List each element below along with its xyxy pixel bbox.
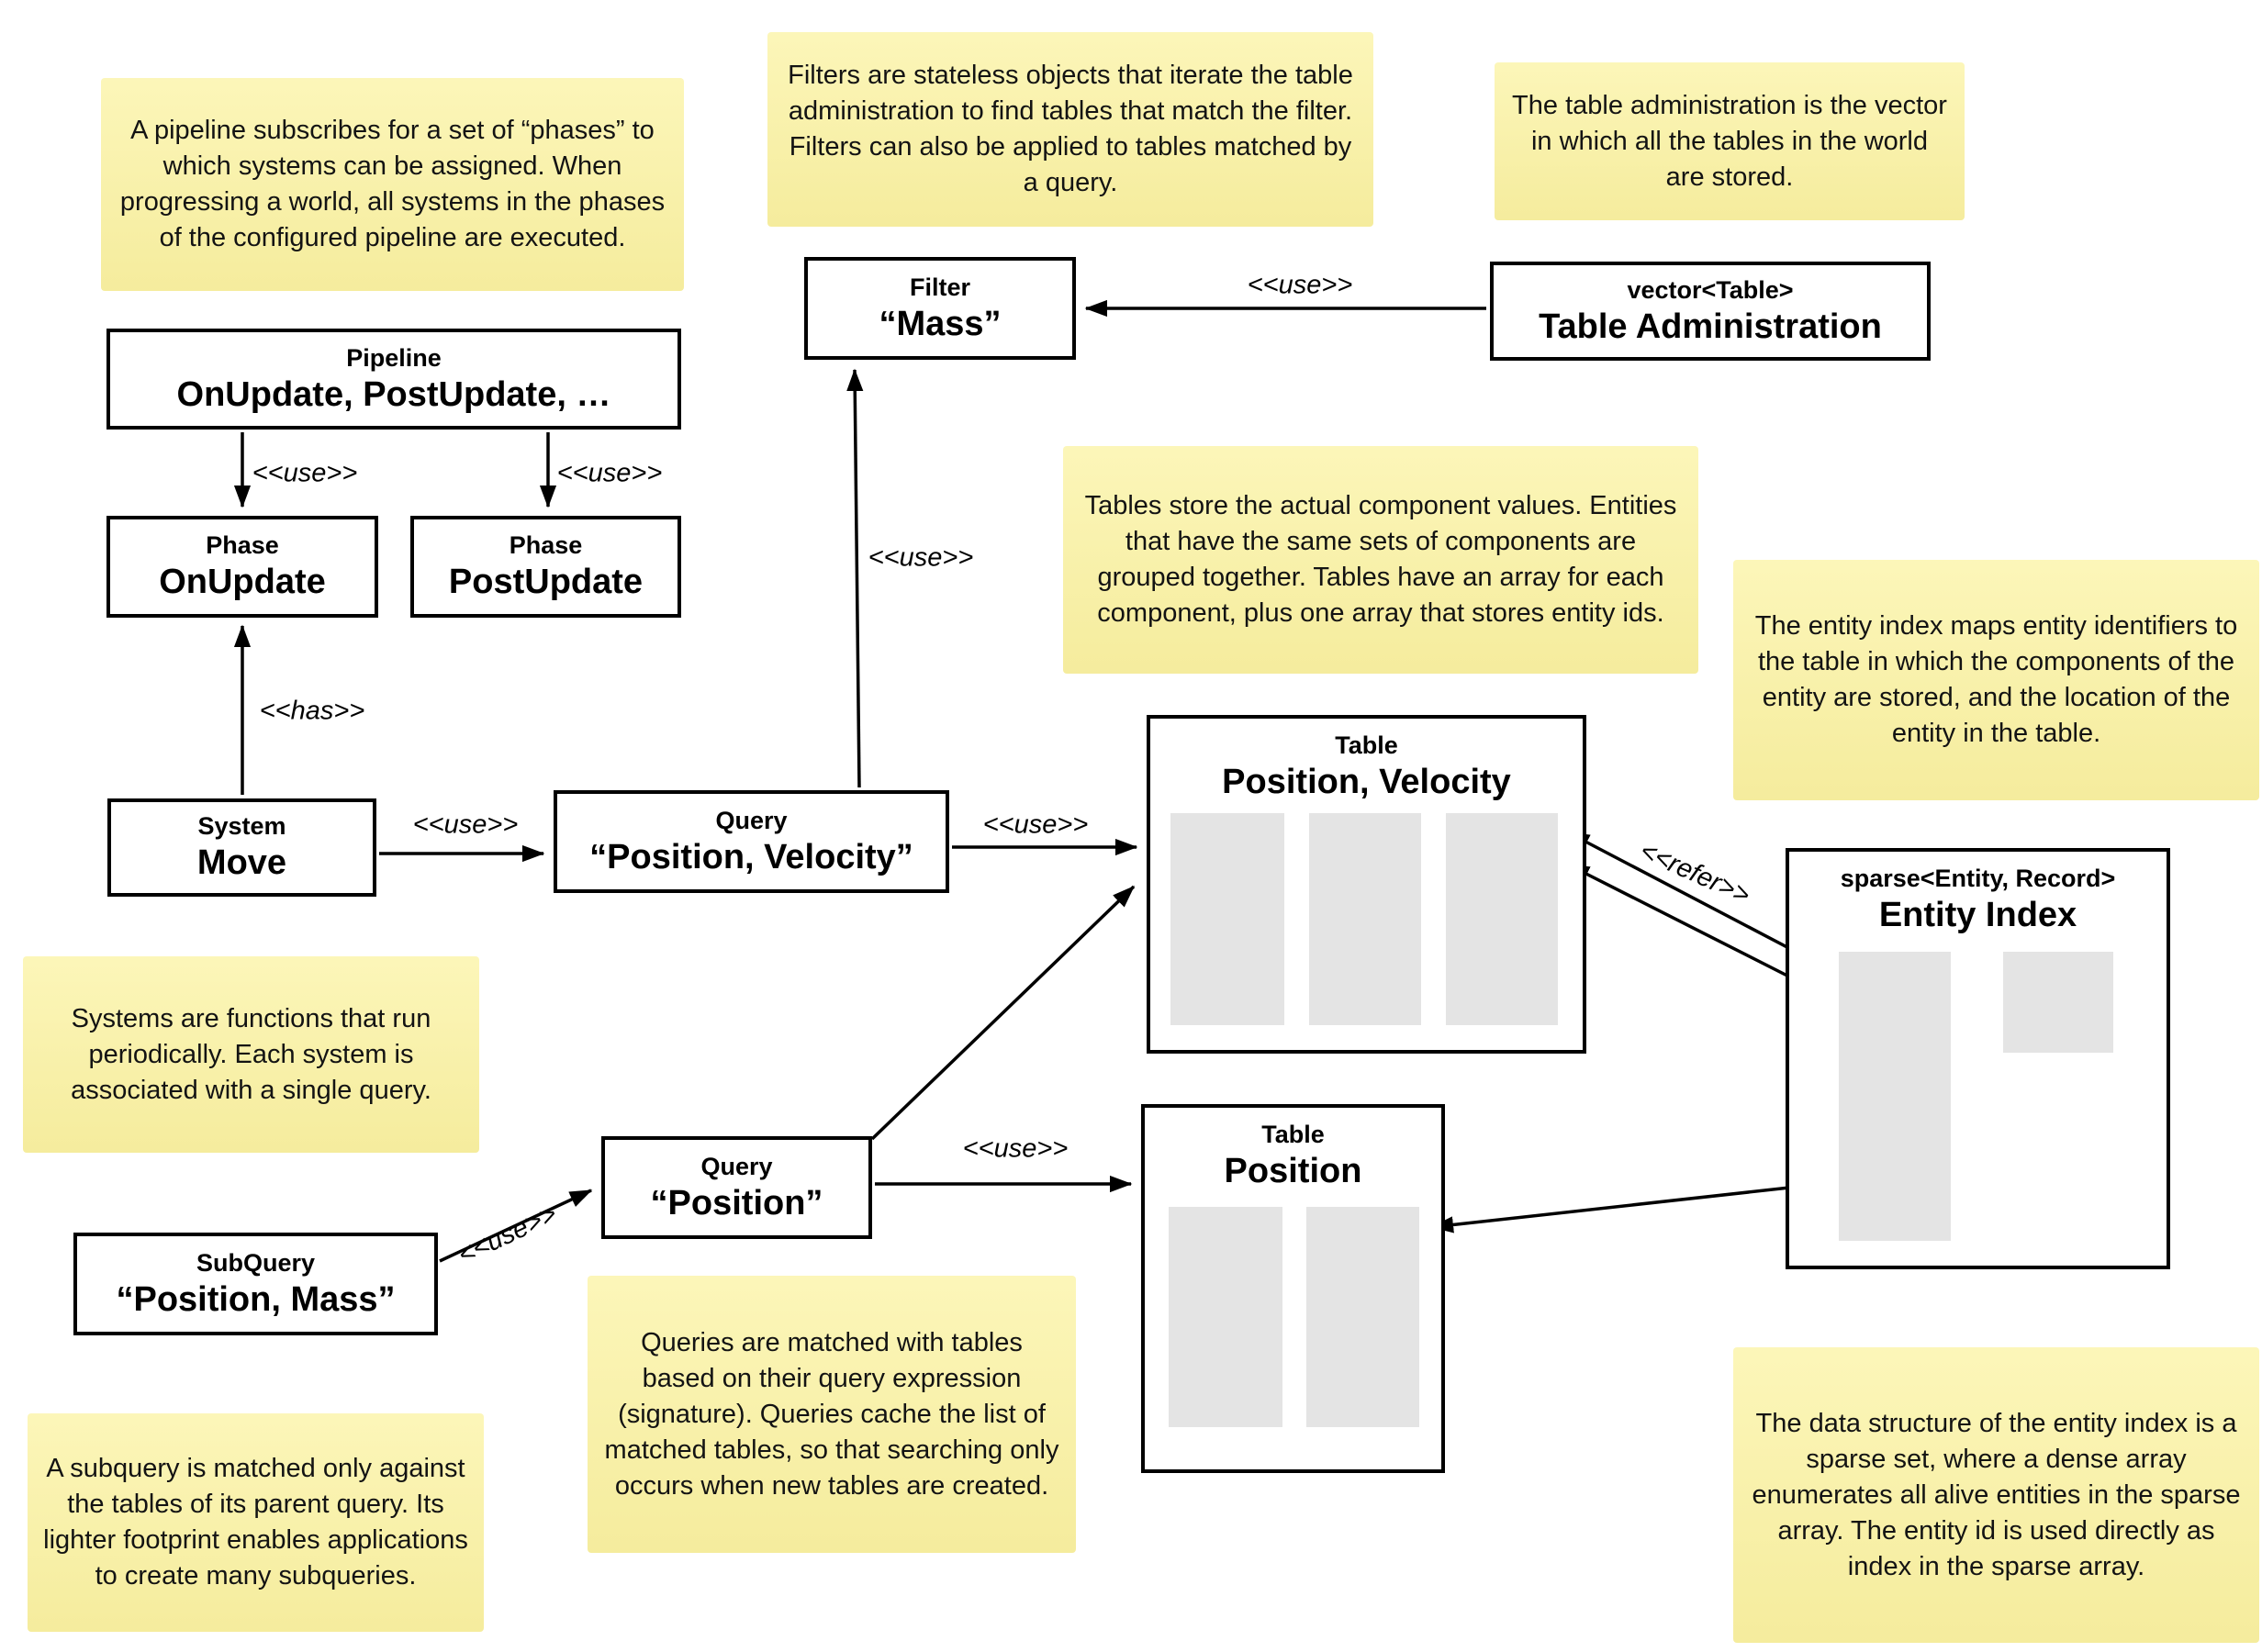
- box-title: vector<Table>: [1627, 275, 1794, 304]
- box-value: OnUpdate, PostUpdate, …: [176, 374, 611, 414]
- edge-querypos-to-tablepv: [870, 885, 1136, 1141]
- box-value: OnUpdate: [159, 563, 326, 601]
- box-subquery: SubQuery “Position, Mass”: [73, 1233, 438, 1335]
- note-systems: Systems are functions that run periodica…: [23, 956, 479, 1153]
- edge-label-use-subquery-query: <<use>>: [454, 1199, 562, 1271]
- edge-label-refer-entityindex-tables: <<refer>>: [1635, 836, 1754, 911]
- note-text: The data structure of the entity index i…: [1752, 1408, 2241, 1581]
- box-title: Pipeline: [346, 343, 442, 372]
- box-title: Table: [1335, 731, 1398, 759]
- edge-label-use-querypos-table: <<use>>: [962, 1133, 1069, 1164]
- note-tables: Tables store the actual component values…: [1063, 446, 1698, 674]
- box-value: Move: [196, 843, 287, 882]
- box-phase-onupdate: Phase OnUpdate: [106, 516, 378, 618]
- edge-entityindex-to-tablepos: [1430, 1180, 1841, 1233]
- box-table-administration: vector<Table> Table Administration: [1490, 262, 1931, 361]
- box-title: Phase: [509, 531, 583, 559]
- box-title: sparse<Entity, Record>: [1840, 865, 2116, 892]
- box-title: Phase: [206, 531, 279, 559]
- box-value: PostUpdate: [448, 563, 644, 601]
- box-title: Table: [1261, 1121, 1325, 1148]
- note-text: The table administration is the vector i…: [1512, 90, 1947, 192]
- note-text: A pipeline subscribes for a set of “phas…: [119, 116, 666, 252]
- note-text: A subquery is matched only against the t…: [43, 1454, 468, 1591]
- box-value: Entity Index: [1878, 896, 2077, 934]
- edge-label-use-pipeline-postupdate: <<use>>: [556, 458, 663, 488]
- box-filter-mass: Filter “Mass”: [804, 257, 1076, 360]
- note-table-administration: The table administration is the vector i…: [1495, 62, 1965, 220]
- table-pos-column-1: [1169, 1207, 1282, 1427]
- box-title: SubQuery: [196, 1248, 316, 1277]
- box-title: Filter: [909, 273, 970, 301]
- entity-index-dense-array: [2003, 952, 2113, 1053]
- note-sparse-set: The data structure of the entity index i…: [1733, 1347, 2259, 1643]
- box-value: “Position”: [650, 1183, 823, 1222]
- box-title: Query: [700, 1152, 773, 1180]
- note-queries: Queries are matched with tables based on…: [588, 1276, 1076, 1553]
- box-title: System: [197, 812, 286, 840]
- box-system-move: System Move: [107, 798, 376, 897]
- edge-label-use-querypv-table: <<use>>: [982, 809, 1089, 840]
- note-entity-index: The entity index maps entity identifiers…: [1733, 560, 2259, 800]
- box-pipeline: Pipeline OnUpdate, PostUpdate, …: [106, 329, 681, 430]
- edge-querypv-to-filter: [846, 368, 864, 788]
- edge-label-use-admin-filter: <<use>>: [1247, 270, 1353, 300]
- box-value: Position: [1224, 1152, 1362, 1190]
- note-subquery: A subquery is matched only against the t…: [28, 1413, 484, 1632]
- note-text: Filters are stateless objects that itera…: [788, 61, 1353, 197]
- note-text: Systems are functions that run periodica…: [71, 1003, 431, 1105]
- box-query-position-velocity: Query “Position, Velocity”: [554, 790, 949, 893]
- box-query-position: Query “Position”: [601, 1136, 872, 1239]
- edge-label-has-system-phase: <<has>>: [259, 696, 365, 726]
- box-value: Table Administration: [1539, 307, 1882, 346]
- box-phase-postupdate: Phase PostUpdate: [410, 516, 681, 618]
- edge-label-use-system-query: <<use>>: [412, 809, 519, 840]
- table-pv-column-3: [1446, 813, 1558, 1025]
- note-filters: Filters are stateless objects that itera…: [767, 32, 1373, 227]
- note-text: The entity index maps entity identifiers…: [1754, 611, 2238, 748]
- box-value: Position, Velocity: [1222, 763, 1511, 801]
- box-title: Query: [715, 806, 788, 834]
- note-text: Queries are matched with tables based on…: [604, 1327, 1059, 1501]
- entity-index-sparse-array: [1839, 952, 1951, 1241]
- note-pipeline: A pipeline subscribes for a set of “phas…: [101, 78, 684, 291]
- table-pv-column-1: [1170, 813, 1284, 1025]
- box-value: “Mass”: [879, 304, 1002, 343]
- box-value: “Position, Mass”: [116, 1279, 396, 1319]
- edge-label-use-query-filter: <<use>>: [868, 542, 974, 573]
- table-pv-column-2: [1309, 813, 1421, 1025]
- box-value: “Position, Velocity”: [589, 837, 913, 876]
- edge-label-use-pipeline-onupdate: <<use>>: [252, 458, 358, 488]
- table-pos-column-2: [1306, 1207, 1419, 1427]
- note-text: Tables store the actual component values…: [1084, 491, 1677, 628]
